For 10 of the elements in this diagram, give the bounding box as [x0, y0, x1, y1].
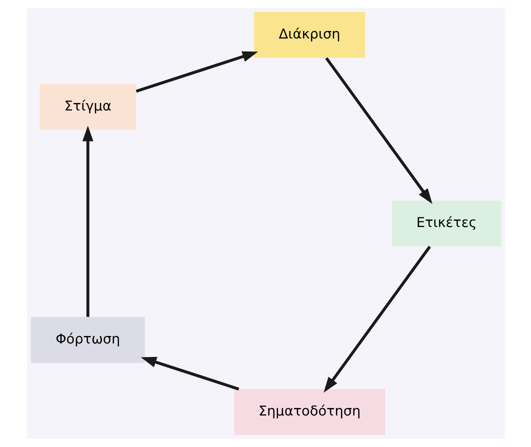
node-box: Σηματοδότηση	[234, 389, 385, 435]
arrow	[323, 246, 430, 393]
arrow	[135, 51, 258, 93]
node-box: Ετικέτες	[392, 200, 501, 246]
node-box: Στίγμα	[39, 84, 136, 130]
node-box: Φόρτωση	[30, 317, 144, 363]
node-box: Διάκριση	[254, 12, 365, 58]
arrow	[140, 356, 239, 390]
arrow	[324, 57, 432, 204]
arrow	[82, 126, 93, 317]
